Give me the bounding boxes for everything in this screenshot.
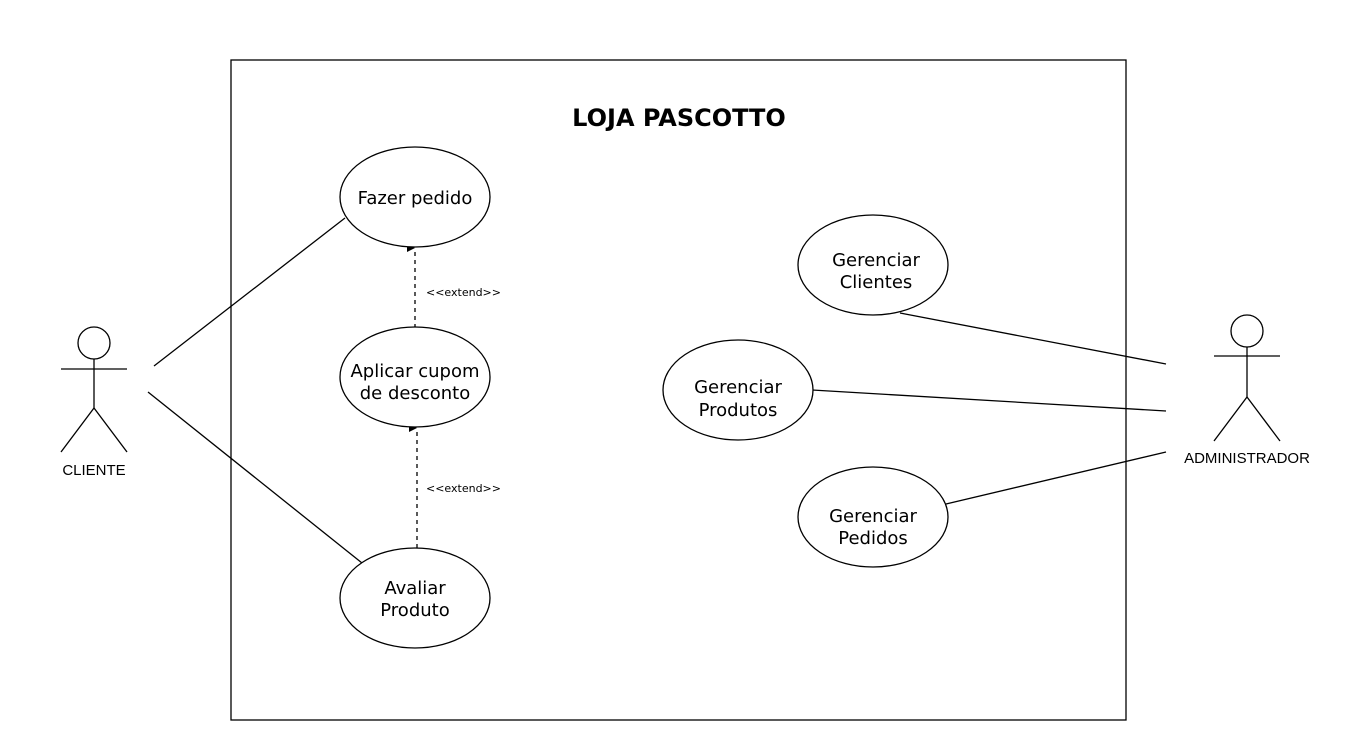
association-admin-gerenciar-clientes	[899, 312, 1167, 365]
actor-label: CLIENTE	[62, 462, 125, 479]
use-case-fazer-pedido[interactable]: Fazer pedido	[339, 146, 491, 248]
use-case-avaliar-produto[interactable]: Avaliar Produto	[339, 547, 491, 649]
use-case-label-line-1: Gerenciar	[694, 377, 782, 398]
actor-administrador[interactable]: ADMINISTRADOR	[1184, 314, 1310, 467]
association-cliente-fazer-pedido	[153, 217, 346, 367]
use-case-label-line-2: Clientes	[840, 272, 913, 293]
use-case-label-line-1: Aplicar cupom	[350, 361, 479, 382]
system-boundary	[230, 59, 1127, 721]
use-case-label-line-2: Produtos	[699, 400, 778, 421]
association-admin-gerenciar-pedidos	[945, 451, 1167, 505]
extend-label-2: <<extend>>	[426, 482, 501, 495]
use-case-label-line-1: Avaliar	[384, 578, 446, 599]
use-case-label-line-2: de desconto	[360, 383, 471, 404]
use-case-label: Fazer pedido	[358, 188, 473, 209]
stick-figure-icon	[1213, 314, 1281, 442]
use-case-gerenciar-produtos[interactable]: Gerenciar Produtos	[662, 339, 814, 441]
stick-figure-icon	[60, 326, 128, 453]
extend-label-1: <<extend>>	[426, 286, 501, 299]
use-case-label-line-1: Gerenciar	[832, 250, 920, 271]
use-case-label-line-2: Produto	[380, 600, 449, 621]
actor-cliente[interactable]: CLIENTE	[60, 326, 128, 479]
system-title: LOJA PASCOTTO	[572, 104, 786, 132]
association-admin-gerenciar-produtos	[811, 389, 1167, 412]
use-case-label-line-1: Gerenciar	[829, 506, 917, 527]
actor-label: ADMINISTRADOR	[1184, 450, 1310, 467]
use-case-aplicar-cupom[interactable]: Aplicar cupom de desconto	[339, 326, 491, 428]
use-case-label-line-2: Pedidos	[838, 528, 908, 549]
use-case-gerenciar-pedidos[interactable]: Gerenciar Pedidos	[797, 466, 949, 568]
association-cliente-avaliar-produto	[147, 391, 363, 564]
use-case-gerenciar-clientes[interactable]: Gerenciar Clientes	[797, 214, 949, 316]
